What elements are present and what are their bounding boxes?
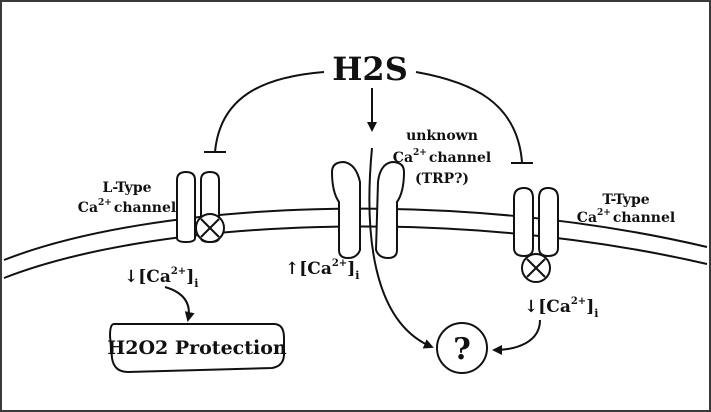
ca-concentration-mid: ↑[Ca2+]i — [285, 258, 359, 282]
t-type-channel — [513, 186, 559, 283]
inhibit-line-left — [214, 71, 325, 153]
unknown-channel-label: Ca2+channel — [393, 148, 491, 166]
unknown-outcome: ? — [436, 322, 488, 374]
ttype-arrow-to-question — [492, 319, 541, 355]
l-type-channel — [176, 170, 225, 244]
entry-arrow-to-question — [368, 147, 434, 349]
unknown-trp-label: (TRP?) — [415, 171, 469, 187]
t-type-channel-label: Ca2+channel — [577, 208, 675, 226]
membrane-outer — [3, 207, 708, 261]
unknown-channel — [330, 160, 406, 260]
ca-concentration-left: ↓[Ca2+]i — [124, 266, 198, 290]
t-type-label: T-Type — [602, 192, 649, 208]
unknown-label: unknown — [406, 128, 478, 144]
h2o2-protection-box: H2O2 Protection — [107, 323, 287, 374]
ltype-arrow-to-protection — [164, 286, 195, 322]
l-type-channel-label: Ca2+channel — [78, 198, 176, 216]
inhibit-line-right — [415, 71, 523, 163]
question-mark-icon: ? — [453, 332, 471, 367]
h2s-title: H2S — [332, 50, 408, 88]
ca-concentration-right: ↓[Ca2+]i — [524, 296, 598, 320]
h2o2-protection-label: H2O2 Protection — [107, 337, 287, 359]
membrane-inner — [3, 225, 708, 279]
l-type-label: L-Type — [102, 180, 151, 196]
